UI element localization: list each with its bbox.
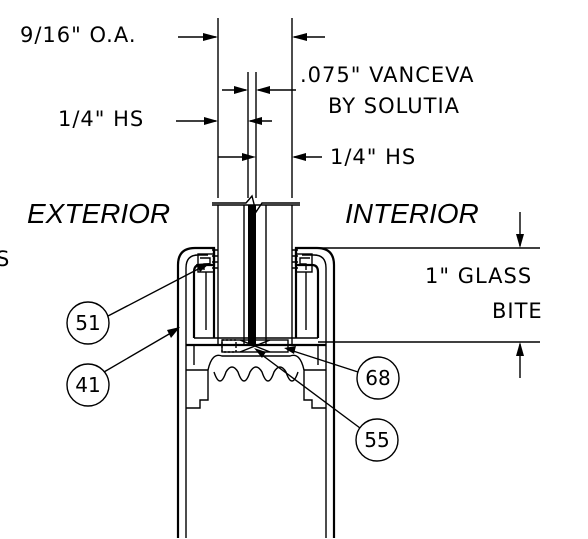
dim-inner-lite-label: 1/4" HS <box>330 145 416 169</box>
laminated-glass <box>212 194 300 345</box>
callout-41-number: 41 <box>75 373 100 397</box>
left-glazing-leg <box>176 246 218 538</box>
setting-block <box>221 339 289 353</box>
inner-lite-dimension <box>218 153 322 161</box>
outer-lite-dimension <box>176 117 272 125</box>
exterior-label: EXTERIOR <box>27 198 170 229</box>
dim-overall-thickness-label: 9/16" O.A. <box>20 23 137 47</box>
overall-thickness-dimension <box>178 18 325 198</box>
callout-51: 51 <box>66 263 210 345</box>
callout-51-number: 51 <box>75 311 100 335</box>
glazing-pocket-base <box>186 337 326 409</box>
dim-outer-lite-label: 1/4" HS <box>58 107 144 131</box>
interlayer-dimension <box>222 72 296 198</box>
interior-label: INTERIOR <box>345 198 479 229</box>
dim-interlayer-label-line2: BY SOLUTIA <box>328 94 460 118</box>
wedge-gasket-right <box>295 253 313 273</box>
callout-41: 41 <box>66 327 180 407</box>
callout-55-number: 55 <box>364 428 389 452</box>
callout-68-number: 68 <box>365 366 390 390</box>
dim-glass-bite-label-line2: BITE <box>492 299 543 323</box>
cut-off-label: S <box>0 247 10 271</box>
dim-glass-bite-label-line1: 1" GLASS <box>425 264 532 288</box>
interlayer <box>248 205 256 345</box>
callout-68: 68 <box>284 346 400 400</box>
right-glazing-leg <box>292 246 336 538</box>
dim-interlayer-label-line1: .075" VANCEVA <box>300 63 475 87</box>
callout-55: 55 <box>254 348 399 462</box>
glass-bite-dimension <box>318 212 540 378</box>
